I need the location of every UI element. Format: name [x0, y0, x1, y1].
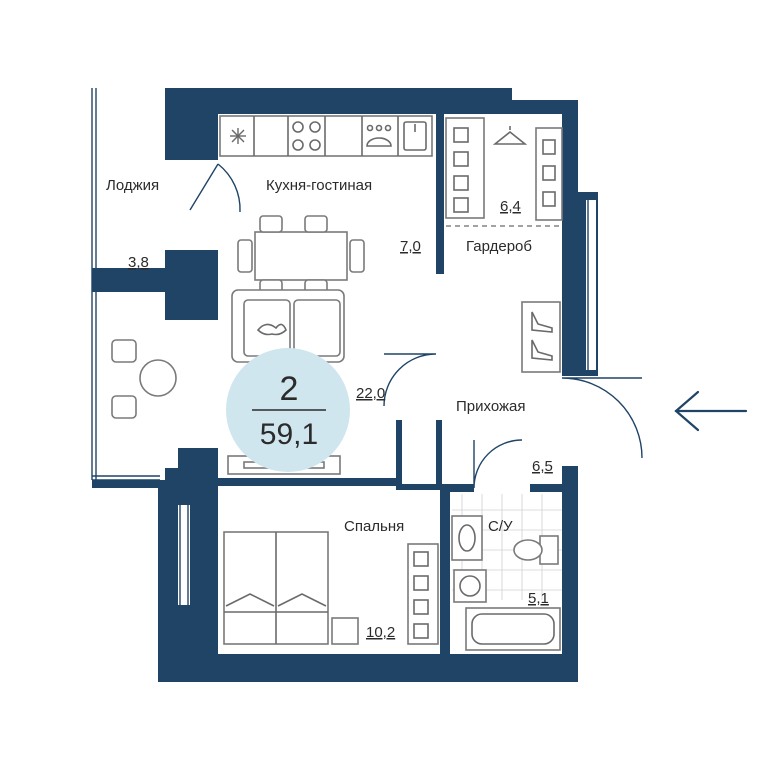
bedroom-window: [178, 505, 190, 605]
loggia-door: [189, 160, 241, 216]
freezer-icon: [230, 128, 246, 144]
total-area: 59,1: [260, 418, 318, 451]
cat-icon: [256, 323, 287, 336]
entrance-door: [560, 376, 643, 466]
bed: [223, 531, 329, 645]
toilet: [513, 535, 559, 565]
loggia-chairs: [111, 339, 177, 419]
wardrobe-shelves: [445, 117, 563, 227]
room-area-kitchen-living: 22,0: [356, 385, 385, 402]
sofa: [231, 289, 345, 363]
room-label-bathroom: С/У: [488, 518, 513, 535]
shoe-rack: [521, 301, 561, 373]
kitchen-counter: [219, 115, 433, 157]
bathroom-door: [473, 439, 530, 494]
rooms-count: 2: [280, 370, 299, 408]
room-area-bathroom: 5,1: [528, 590, 549, 607]
partition: [396, 420, 442, 490]
bedroom-shelves: [407, 543, 439, 645]
washbasin: [451, 515, 483, 561]
room-label-bedroom: Спальня: [344, 518, 404, 535]
kitchen-door: [383, 353, 437, 407]
right-window: [586, 200, 596, 370]
stove-icon: [292, 121, 321, 151]
kitchen-area: 7,0: [400, 238, 421, 255]
hanger-icon: [492, 126, 528, 145]
room-area-loggia: 3,8: [128, 254, 149, 271]
room-label-loggia: Лоджия: [106, 177, 159, 194]
room-area-wardrobe: 6,4: [500, 198, 521, 215]
room-area-bedroom: 10,2: [366, 624, 395, 641]
room-label-hallway: Прихожая: [456, 398, 526, 415]
sink-icon: [403, 121, 427, 151]
bathtub: [465, 607, 561, 651]
shoes-icon: [531, 311, 553, 361]
room-label-kitchen-living: Кухня-гостиная: [266, 177, 372, 194]
room-area-hallway: 6,5: [532, 458, 553, 475]
dining-table: [237, 215, 365, 295]
dishwasher-icon: [366, 124, 392, 147]
room-label-wardrobe: Гардероб: [466, 238, 532, 255]
washing-machine: [453, 569, 487, 603]
entrance-arrow-icon: [674, 390, 748, 432]
nightstand: [331, 617, 359, 645]
